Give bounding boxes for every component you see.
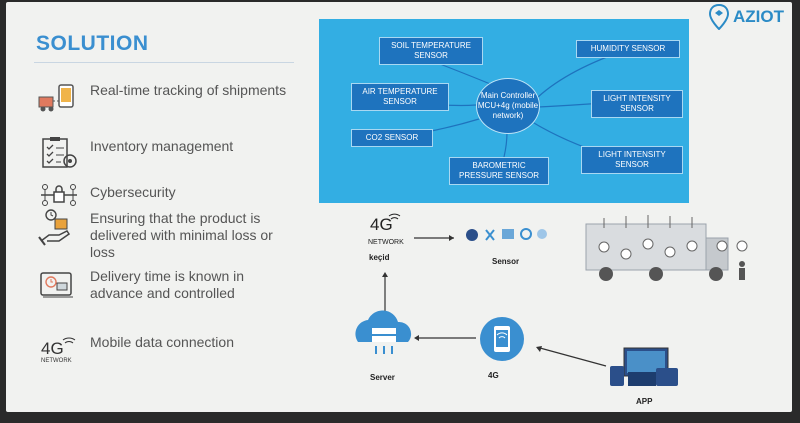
feature-text: Inventory management: [90, 138, 234, 154]
phone-4g-label: 4G: [488, 371, 499, 380]
sensor-icons: [466, 228, 547, 241]
arrow-right-icon: [449, 235, 454, 241]
feature-text: Delivery time is known in advance and co…: [90, 268, 245, 301]
feature-item: 4G NETWORK Mobile data connection: [36, 332, 300, 366]
sensor-diagram: SOIL TEMPERATURE SENSOR HUMIDITY SENSOR …: [319, 19, 689, 203]
arrow-up-icon: [382, 272, 388, 277]
sensor-box: SOIL TEMPERATURE SENSOR: [379, 37, 483, 65]
page-title: SOLUTION: [36, 32, 149, 55]
location-pin-icon: [709, 4, 729, 30]
server-label: Server: [370, 373, 395, 382]
feature-text: Cybersecurity: [90, 184, 176, 200]
app-label: APP: [636, 397, 653, 406]
feature-item: Cybersecurity: [36, 178, 300, 212]
feature-item: Real-time tracking of shipments: [36, 82, 300, 116]
truck-icon: [585, 215, 748, 281]
sensor-box: AIR TEMPERATURE SENSOR: [351, 83, 449, 111]
sensor-label: Sensor: [492, 257, 519, 266]
title-divider: [34, 62, 294, 63]
svg-text:4G: 4G: [41, 339, 64, 358]
person-icon: [739, 261, 745, 280]
logo-text: AZIOT: [733, 7, 784, 26]
phone-4g-icon: [480, 317, 524, 361]
cybersecurity-icon: [36, 178, 82, 212]
feature-text: Real-time tracking of shipments: [90, 82, 287, 98]
feature-item: Delivery time is known in advance and co…: [36, 268, 300, 302]
signal-icon: [388, 213, 401, 220]
svg-text:NETWORK: NETWORK: [41, 358, 72, 364]
kecid-label: keçid: [369, 253, 390, 262]
inventory-clipboard-icon: [36, 136, 82, 170]
sensor-box: LIGHT INTENSITY SENSOR: [591, 90, 683, 118]
arrow-left-icon: [536, 346, 542, 352]
sensor-box: LIGHT INTENSITY SENSOR: [581, 146, 683, 174]
flow-diagram: 4G NETWORK keçid Sensor: [355, 213, 748, 406]
aziot-logo: AZIOT: [709, 4, 784, 30]
shipment-tracking-icon: [36, 82, 82, 116]
feature-item: Ensuring that the product is delivered w…: [36, 209, 300, 261]
sensor-box: BAROMETRIC PRESSURE SENSOR: [449, 157, 549, 185]
flow-4g-text: 4G: [370, 215, 393, 234]
flow-network-text: NETWORK: [368, 239, 404, 246]
feature-text: Mobile data connection: [90, 334, 234, 350]
main-controller-hub: Main Controller MCU+4g (mobile network): [476, 78, 540, 134]
devices-icon: [610, 347, 678, 386]
presentation-slide: AZIOT SOLUTION Real-time tracking of shi…: [6, 2, 792, 412]
feature-item: Inventory management: [36, 136, 300, 170]
sensor-box: HUMIDITY SENSOR: [576, 40, 680, 58]
4g-network-icon: 4G NETWORK: [36, 332, 82, 366]
delivery-clock-truck-icon: [36, 268, 82, 302]
server-cloud-icon: [355, 310, 412, 354]
feature-text: Ensuring that the product is delivered w…: [90, 210, 273, 260]
arrow-left-icon: [414, 335, 419, 341]
sensor-box: CO2 SENSOR: [351, 129, 433, 147]
delivery-hand-icon: [36, 209, 82, 246]
